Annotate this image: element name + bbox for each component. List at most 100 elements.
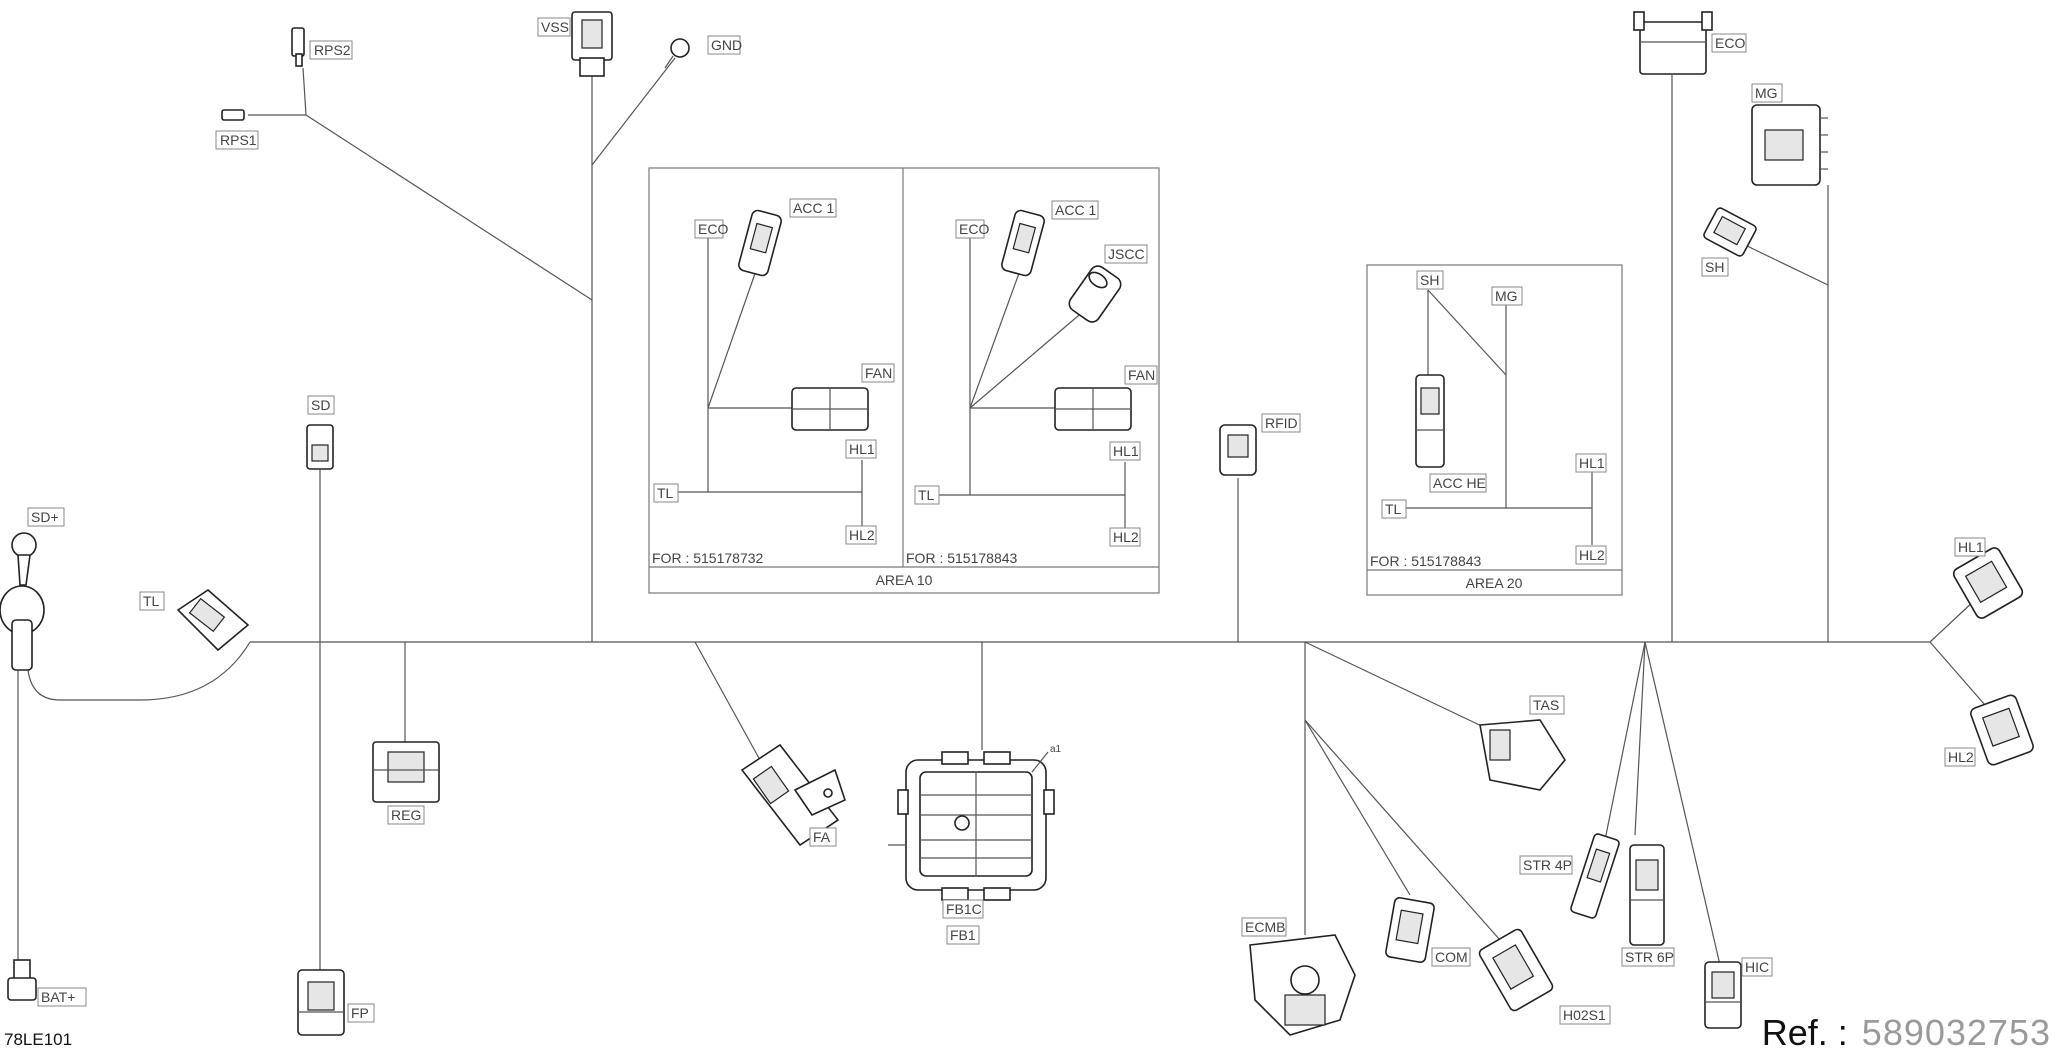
label-tl: TL (139, 591, 165, 611)
connector-str6p (1629, 844, 1665, 946)
svg-text:HL2: HL2 (849, 527, 875, 543)
connector-ecmb (1249, 934, 1356, 1036)
area20-title: AREA 20 (1466, 575, 1523, 591)
inset-a-fan-connector (791, 387, 869, 431)
label-gnd: GND (707, 35, 742, 55)
label-sd-plus: SD+ (27, 507, 65, 527)
svg-text:RPS1: RPS1 (220, 132, 257, 148)
svg-text:SH: SH (1705, 259, 1724, 275)
svg-text:JSCC: JSCC (1108, 246, 1145, 262)
inset-a-label-fan: FAN (861, 363, 895, 383)
connector-fa (740, 743, 846, 847)
label-fp: FP (347, 1003, 375, 1023)
connector-sd (306, 424, 334, 470)
label-hl1-right: HL1 (1954, 537, 1986, 557)
svg-text:HL2: HL2 (1113, 529, 1139, 545)
svg-text:STR 4P: STR 4P (1523, 857, 1572, 873)
connector-hl1-right (1952, 547, 2024, 619)
connector-str4p (1570, 833, 1620, 919)
svg-text:HIC: HIC (1745, 959, 1769, 975)
inset-c-label-mg: MG (1491, 286, 1523, 306)
inset-a-part-number: FOR : 515178732 (652, 550, 764, 566)
svg-text:HL1: HL1 (849, 441, 875, 457)
inset-c-label-tl: TL (1381, 499, 1407, 519)
svg-text:ECO: ECO (959, 221, 989, 237)
svg-text:TAS: TAS (1533, 697, 1559, 713)
inset-a-label-eco: ECO (694, 219, 728, 239)
label-fa: FA (809, 827, 837, 847)
connector-rps2 (291, 27, 305, 67)
label-rps2: RPS2 (309, 40, 353, 60)
svg-text:VSS: VSS (541, 19, 569, 35)
label-mg-right: MG (1751, 83, 1783, 103)
label-fb1: FB1 (946, 925, 980, 945)
svg-text:H02S1: H02S1 (1563, 1007, 1606, 1023)
connector-mg-right (1751, 104, 1828, 186)
connector-gnd (664, 38, 690, 69)
label-fb1c: FB1C (942, 899, 984, 919)
connector-fp (297, 969, 345, 1036)
connector-bat-plus (7, 959, 37, 1001)
connector-vss (571, 11, 613, 77)
inset-c-label-hl2: HL2 (1575, 545, 1607, 565)
svg-text:MG: MG (1755, 85, 1778, 101)
area20-inset (1366, 264, 1623, 596)
svg-text:ECMB: ECMB (1245, 919, 1285, 935)
svg-text:ECO: ECO (698, 221, 728, 237)
connector-rps1 (221, 109, 245, 121)
svg-text:HL2: HL2 (1579, 547, 1605, 563)
inset-b-label-tl: TL (914, 485, 940, 505)
connector-eco-top (1633, 11, 1713, 75)
svg-text:TL: TL (143, 593, 160, 609)
label-str6p: STR 6P (1621, 947, 1675, 967)
inset-c-label-hl1: HL1 (1575, 453, 1607, 473)
inset-b-label-acc1: ACC 1 (1051, 200, 1099, 220)
reference-number: Ref. : 589032753 (1762, 1012, 2051, 1054)
connector-hic (1704, 961, 1742, 1029)
svg-text:RFID: RFID (1265, 415, 1298, 431)
label-ecmb: ECMB (1241, 917, 1287, 937)
reference-label: Ref. : (1761, 1012, 1848, 1053)
label-com: COM (1431, 947, 1471, 967)
inset-b-jscc-connector (1068, 265, 1122, 323)
area10-inset (648, 167, 1160, 594)
inset-c-label-sh: SH (1416, 270, 1444, 290)
connector-h02s1 (1478, 928, 1554, 1012)
inset-b-label-jscc: JSCC (1104, 244, 1148, 264)
connector-tas (1479, 719, 1566, 791)
inset-a-label-hl1: HL1 (845, 439, 877, 459)
connector-sd-plus (0, 532, 45, 671)
svg-text:BAT+: BAT+ (41, 989, 75, 1005)
svg-text:TL: TL (1385, 501, 1402, 517)
inset-b-label-eco: ECO (955, 219, 989, 239)
inset-b-fan-connector (1054, 387, 1132, 431)
inset-b-label-fan: FAN (1124, 365, 1158, 385)
svg-text:FB1C: FB1C (946, 901, 982, 917)
svg-text:STR 6P: STR 6P (1625, 949, 1674, 965)
svg-text:ACC 1: ACC 1 (793, 200, 834, 216)
svg-text:REG: REG (391, 807, 421, 823)
reference-value: 589032753 (1861, 1012, 2051, 1053)
inset-a-label-hl2: HL2 (845, 525, 877, 545)
label-tas: TAS (1529, 695, 1565, 715)
document-id: 78LE101 (4, 1030, 73, 1049)
svg-text:ECO: ECO (1715, 35, 1745, 51)
svg-text:FP: FP (351, 1005, 369, 1021)
label-rfid: RFID (1261, 413, 1301, 433)
label-fb1-a1: a1 (1050, 744, 1062, 755)
svg-text:SD+: SD+ (31, 509, 59, 525)
inset-c-label-acche: ACC HE (1429, 473, 1487, 493)
svg-text:HL1: HL1 (1579, 455, 1605, 471)
svg-text:ACC 1: ACC 1 (1055, 202, 1096, 218)
label-rps1: RPS1 (215, 130, 259, 150)
inset-c-acche-connector (1415, 374, 1445, 468)
label-str4p: STR 4P (1519, 855, 1573, 875)
connector-reg (372, 741, 440, 803)
inset-c-part-number: FOR : 515178843 (1370, 553, 1482, 569)
connector-rfid (1219, 424, 1257, 476)
harness-wires (17, 57, 1986, 970)
label-hic: HIC (1741, 957, 1773, 977)
connector-com (1385, 896, 1435, 964)
svg-text:HL1: HL1 (1113, 443, 1139, 459)
svg-text:GND: GND (711, 37, 742, 53)
